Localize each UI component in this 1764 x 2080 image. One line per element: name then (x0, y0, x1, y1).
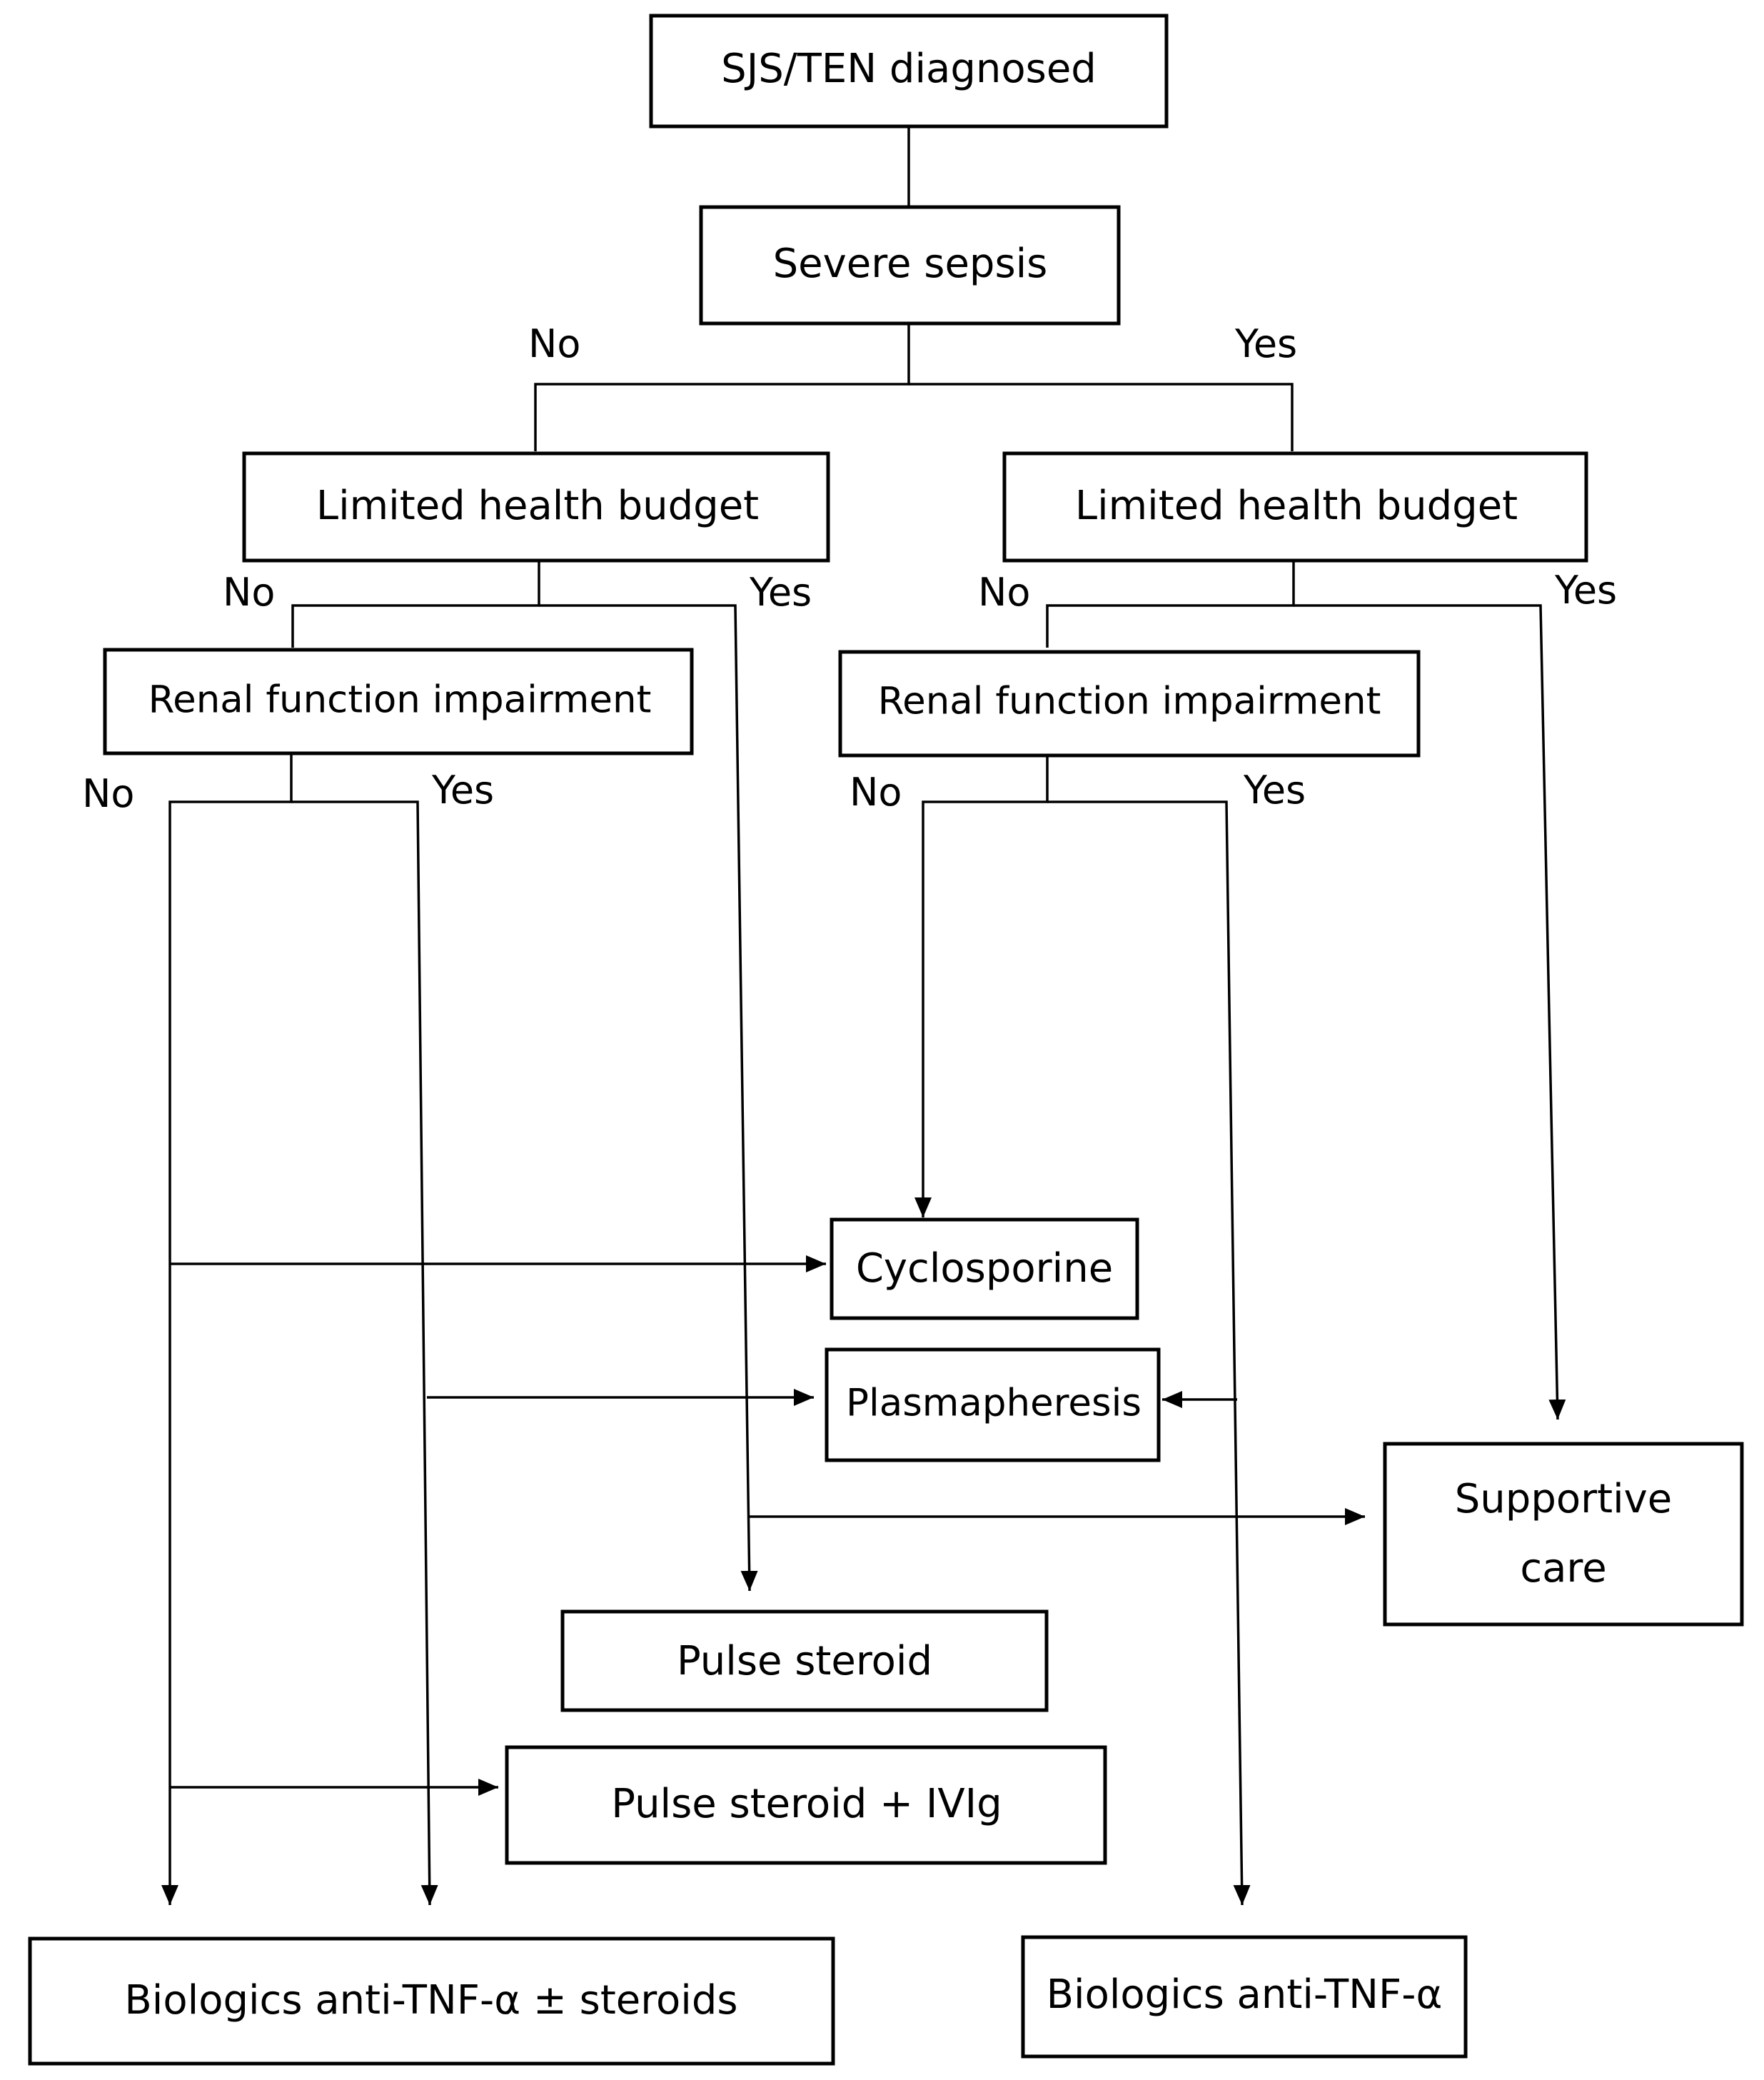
edge-sepsis-split (534, 325, 910, 451)
node-budget-right: Limited health budget (1002, 451, 1588, 563)
label-budget-left-yes: Yes (749, 570, 812, 615)
edge-budget-right-split (1046, 561, 1295, 648)
node-biologics-label: Biologics anti-TNF-α (1047, 1971, 1443, 2018)
edge-renal-left-yes (291, 800, 438, 1906)
node-severe-sepsis-label: Severe sepsis (773, 241, 1048, 287)
edge-sepsis-yes (909, 383, 1294, 451)
node-pulse-steroid-label: Pulse steroid (677, 1638, 932, 1684)
node-supportive-care-line2: care (1520, 1545, 1606, 1592)
node-renal-left-label: Renal function impairment (148, 678, 652, 722)
node-biologics: Biologics anti-TNF-α (1021, 1935, 1468, 2059)
node-sjs-ten: SJS/TEN diagnosed (649, 14, 1169, 129)
node-budget-left: Limited health budget (242, 451, 830, 563)
node-supportive-care: Supportive care (1383, 1442, 1744, 1627)
label-sepsis-yes: Yes (1234, 321, 1297, 366)
node-pulse-steroid-ivig: Pulse steroid + IVIg (505, 1745, 1107, 1865)
label-renal-right-yes: Yes (1243, 768, 1306, 813)
edge-renal-right-split (914, 755, 1049, 1217)
node-pulse-steroid-ivig-label: Pulse steroid + IVIg (611, 1781, 1002, 1827)
node-renal-right: Renal function impairment (838, 650, 1421, 758)
label-budget-left-no: No (223, 570, 275, 615)
node-severe-sepsis: Severe sepsis (699, 205, 1121, 326)
label-renal-left-no: No (82, 771, 134, 816)
label-sepsis-no: No (528, 321, 580, 366)
node-sjs-ten-label: SJS/TEN diagnosed (721, 46, 1097, 92)
label-renal-left-yes: Yes (431, 768, 494, 813)
edge-budget-left-yes (539, 604, 758, 1592)
edge-renal-right-yes (1047, 800, 1251, 1906)
label-budget-right-no: No (978, 570, 1030, 615)
node-biologics-steroids: Biologics anti-TNF-α ± steroids (28, 1936, 835, 2066)
label-budget-right-yes: Yes (1554, 568, 1617, 613)
node-pulse-steroid: Pulse steroid (560, 1609, 1049, 1712)
node-renal-left: Renal function impairment (103, 648, 694, 755)
edge-budget-left-split (291, 561, 540, 648)
node-biologics-steroids-label: Biologics anti-TNF-α ± steroids (124, 1977, 737, 2024)
branch-labels: No Yes No Yes No Yes No Yes No Yes (82, 321, 1617, 816)
node-plasmapheresis-label: Plasmapheresis (846, 1382, 1141, 1425)
node-cyclosporine: Cyclosporine (830, 1217, 1139, 1320)
node-supportive-care-line1: Supportive (1455, 1476, 1673, 1522)
label-renal-right-no: No (850, 770, 902, 815)
node-cyclosporine-label: Cyclosporine (856, 1245, 1113, 1292)
edge-budget-right-yes (1294, 604, 1566, 1420)
node-budget-left-label: Limited health budget (316, 483, 759, 529)
node-budget-right-label: Limited health budget (1075, 483, 1518, 529)
node-plasmapheresis: Plasmapheresis (825, 1347, 1161, 1462)
connectors (161, 127, 1566, 1906)
edge-renal-left-split (161, 753, 293, 1905)
node-renal-right-label: Renal function impairment (878, 680, 1381, 723)
